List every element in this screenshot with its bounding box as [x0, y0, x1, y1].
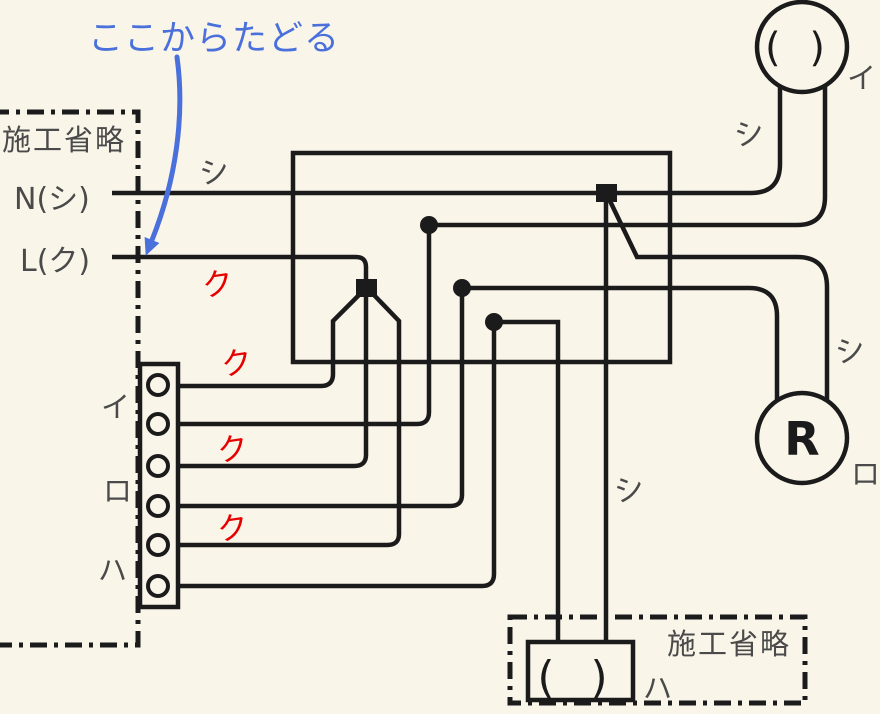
wire-lamp-ha-to-switch — [168, 319, 561, 642]
neutral-wire-marks: シ シ シ シ — [196, 114, 869, 510]
junction-dot-2 — [453, 279, 471, 297]
lamp-ha-symbol-box — [525, 639, 636, 703]
switch-label-ro: ロ — [103, 474, 132, 508]
switch-terminal-2 — [146, 412, 170, 436]
lamp-r: R ロ — [754, 390, 880, 491]
lamp-r-symbol: R — [784, 412, 819, 466]
switch-terminal-1 — [146, 373, 170, 397]
lamp-i-symbol-circle — [754, 0, 850, 95]
square-connector-live — [356, 279, 377, 297]
live-mark-feed: ク — [200, 265, 236, 305]
switch-terminal-6 — [146, 574, 170, 598]
live-mark-branch-3: ク — [215, 509, 251, 549]
switch-terminal-4 — [146, 494, 170, 518]
live-terminal-label: L(ク) — [20, 244, 90, 279]
bottom-panel-label: 施工省略 — [667, 627, 791, 661]
lamp-i-label: イ — [847, 61, 876, 95]
junction-dot-1 — [420, 216, 438, 234]
lamp-r-symbol-circle — [754, 390, 850, 486]
square-connector-neutral — [596, 184, 617, 202]
neutral-mark-lamp-i: シ — [731, 114, 768, 154]
switch-terminal-5 — [146, 533, 170, 557]
lamp-i-symbol: ( ) — [765, 25, 833, 71]
live-wire-marks: ク ク ク ク — [200, 265, 255, 549]
wire-neutral-to-lamp-r — [607, 200, 830, 402]
switch-terminal-3 — [146, 454, 170, 478]
trace-arrow-head — [144, 237, 160, 256]
live-mark-branch-2: ク — [215, 430, 251, 470]
neutral-mark-top: シ — [196, 152, 233, 192]
wire-live-branch-2 — [168, 297, 369, 469]
wire-live-branch-3 — [168, 293, 402, 548]
connection-nodes — [356, 184, 617, 331]
neutral-terminal-label: N(シ) — [14, 182, 90, 217]
neutral-mark-lamp-r: シ — [832, 331, 869, 371]
wire-live-feed — [112, 254, 369, 280]
live-mark-branch-1: ク — [219, 344, 255, 384]
neutral-mark-lamp-ha: シ — [611, 470, 648, 510]
bottom-omission-panel: ( ) ハ 施工省略 — [507, 614, 808, 706]
switch-label-i: イ — [101, 390, 130, 424]
junction-dot-3 — [485, 313, 503, 331]
bottom-panel-border — [507, 614, 808, 706]
switch-block: イ ロ ハ — [98, 361, 181, 610]
lamp-ha-symbol: ( ) — [537, 652, 618, 703]
trace-annotation: ここからたどる — [88, 19, 340, 256]
trace-annotation-text: ここからたどる — [88, 19, 340, 59]
switch-block-body — [137, 361, 181, 610]
lamp-i: ( ) イ — [754, 0, 876, 95]
trace-arrow-curve — [149, 54, 183, 243]
wire-live-branch-1 — [168, 293, 361, 389]
wire-neutral-main — [112, 87, 783, 196]
lamp-ha-label: ハ — [643, 671, 672, 705]
lamp-r-label: ロ — [851, 457, 880, 491]
switch-label-ha: ハ — [98, 553, 127, 587]
power-panel-label: 施工省略 — [2, 123, 126, 157]
